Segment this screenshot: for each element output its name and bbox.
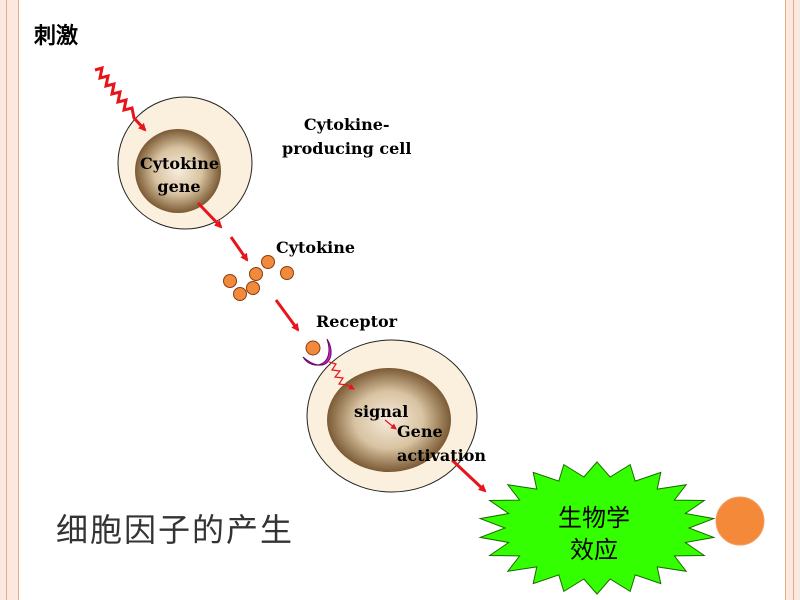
biological-effect-starburst [478,461,716,595]
stimulus-zigzag-arrow [94,65,147,132]
cytokine-ball [280,266,294,280]
producing-cell-label-line1: Cytokine- [303,115,390,134]
biological-effect-label-line1: 生物学 [558,504,630,532]
cytokine-ball [223,274,237,288]
cytokine-gene-label: Cytokine gene [140,152,220,198]
gene-out-arrow-2 [229,236,249,262]
receptor-crescent [302,338,332,366]
effect-ball [715,496,765,546]
slide-right-frame-line [793,0,794,600]
producing-cell-label: Cytokine- producing cell [282,113,411,161]
signal-label: signal [354,402,409,421]
cytokine-molecules [223,255,294,301]
activation-to-effect-arrow [450,458,487,493]
cytokine-ball [249,267,263,281]
receptor-label: Receptor [316,312,398,331]
target-cell-nucleus [327,368,451,472]
gene-out-arrow-1 [196,201,223,229]
gene-activation-label-line2: activation [397,446,487,465]
slide-caption: 细胞因子的产生 [56,511,295,549]
cytokine-to-receptor-arrow [274,299,300,332]
producing-cell-label-line2: producing cell [282,139,412,158]
cytokine-ball [233,287,247,301]
biological-effect-label: 生物学 效应 [550,502,638,566]
slide-left-frame [0,0,19,600]
stimulus-label: 刺激 [34,24,79,49]
gene-activation-label: Gene activation [397,420,486,468]
slide-right-frame [785,0,800,600]
cytokine-label: Cytokine [276,238,356,257]
cytokine-gene-label-line1: Cytokine [140,154,220,173]
cytokine-gene-label-line2: gene [157,177,201,196]
cytokine-ball [246,281,260,295]
producing-cell-nucleus [135,129,221,213]
slide-left-frame-line [6,0,7,600]
biological-effect-label-line2: 效应 [570,536,618,564]
signal-to-gene-arrow [384,419,397,430]
bound-cytokine-ball [305,340,321,356]
signal-zigzag-arrow [328,361,355,390]
cytokine-ball [261,255,275,269]
gene-activation-label-line1: Gene [397,422,443,441]
